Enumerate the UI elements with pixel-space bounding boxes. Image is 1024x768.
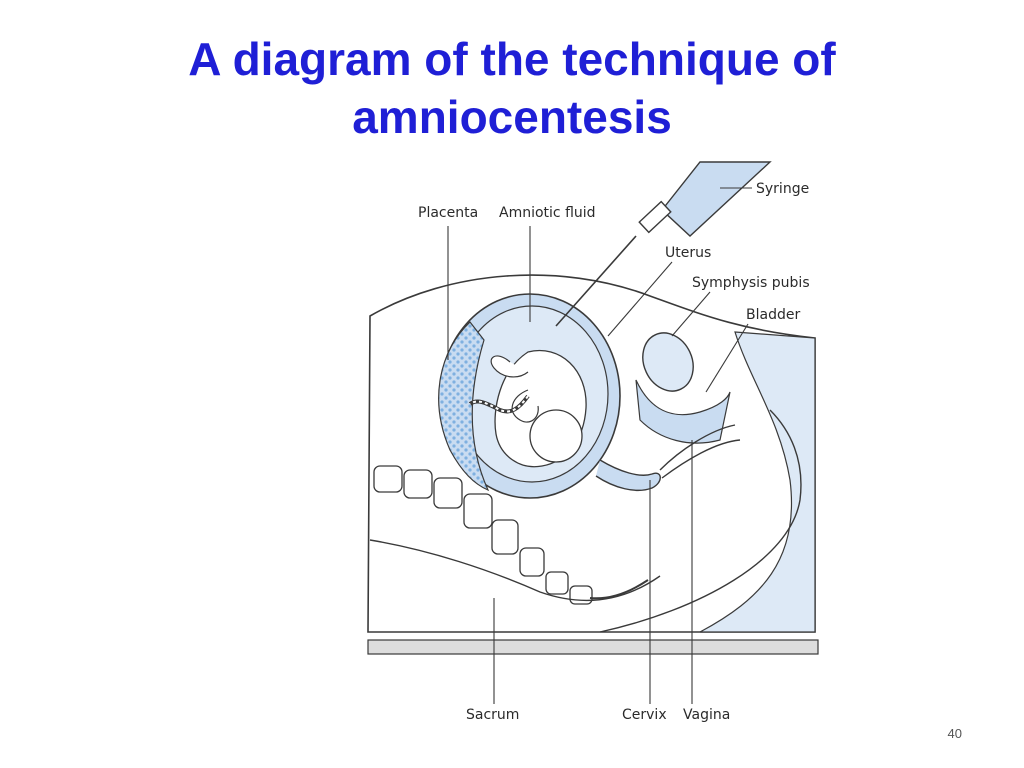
syringe — [555, 161, 772, 327]
spinal-canal — [369, 539, 661, 602]
spine-sacrum — [373, 465, 593, 605]
label-uterus: Uterus — [665, 245, 711, 261]
title-line-2: amniocentesis — [352, 91, 672, 143]
label-cervix: Cervix — [622, 707, 667, 723]
fetus-leg — [511, 389, 539, 423]
label-placenta: Placenta — [418, 205, 478, 221]
pelvic-shaded-region — [699, 331, 816, 633]
cervix-shape — [595, 459, 661, 492]
slide-title: A diagram of the technique of amniocente… — [0, 30, 1024, 146]
label-symphysis-pubis: Symphysis pubis — [692, 275, 810, 291]
label-vagina: Vagina — [683, 707, 730, 723]
umbilical-cord-inner — [469, 395, 529, 413]
label-leader-lines — [447, 187, 752, 704]
fetus-head — [529, 409, 583, 463]
label-bladder: Bladder — [746, 307, 800, 323]
fetus-arm — [490, 355, 529, 378]
title-line-1: A diagram of the technique of — [188, 33, 836, 85]
label-amniotic-fluid: Amniotic fluid — [499, 205, 596, 221]
coccyx — [589, 579, 649, 600]
bladder-shape — [635, 379, 731, 444]
page-number: 40 — [947, 726, 962, 741]
label-syringe: Syringe — [756, 181, 809, 197]
vagina-channel — [659, 424, 741, 479]
label-sacrum: Sacrum — [466, 707, 519, 723]
examination-table — [367, 639, 819, 655]
symphysis-pubis-shape — [642, 332, 694, 392]
pelvic-floor-curve — [599, 409, 802, 633]
